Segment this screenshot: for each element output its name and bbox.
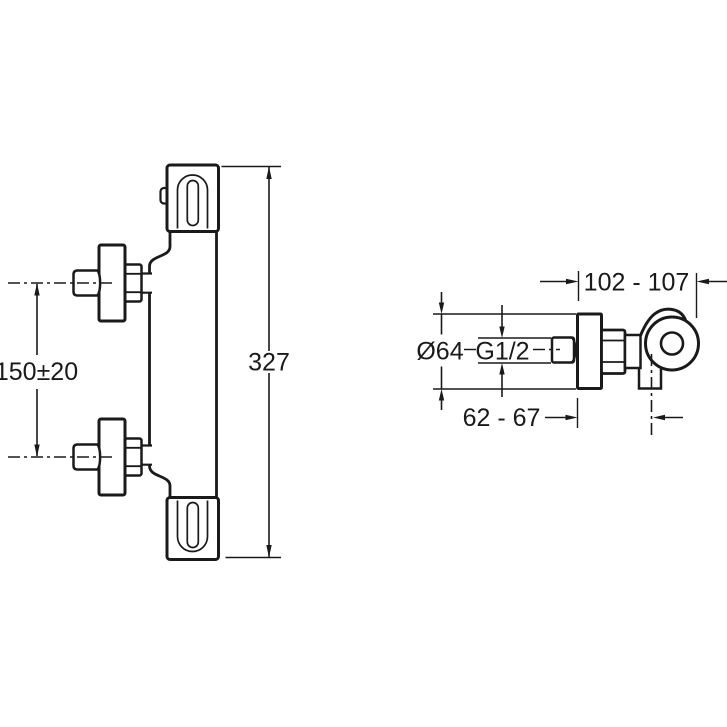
- upper-connector-mask: [140, 273, 152, 293]
- side-body-section: [623, 333, 642, 370]
- arrow-up-icon: [499, 363, 505, 375]
- side-nut-facets: [601, 339, 625, 363]
- side-nut: [600, 328, 627, 375]
- arrow-down-icon: [34, 444, 40, 457]
- dim-outlet-offset-label: 62 - 67: [463, 404, 541, 432]
- bottom-cap-groove-outer: [176, 500, 209, 553]
- arrow-down-icon: [438, 302, 445, 314]
- arrow-up-icon: [34, 283, 40, 296]
- arrow-up-icon: [266, 166, 272, 179]
- top-cap-groove-inner: [186, 179, 200, 227]
- side-view: [464, 307, 700, 437]
- arrow-up-icon: [438, 389, 445, 401]
- arrow-right-icon: [566, 278, 579, 285]
- bottom-cap: [165, 496, 220, 561]
- dim-depth-range-label: 102 - 107: [584, 269, 690, 297]
- arrow-left-icon: [696, 278, 709, 285]
- dim-thread-size: G1/2: [475, 305, 551, 397]
- arrow-right-icon: [565, 414, 578, 421]
- mixer-body: [148, 228, 218, 502]
- dim-total-height: 327: [221, 165, 290, 559]
- dim-depth-range: 102 - 107: [540, 269, 727, 318]
- front-view: [8, 163, 220, 561]
- wall-flange: [576, 312, 603, 390]
- dim-thread-size-label: G1/2: [475, 338, 529, 366]
- outlet-port: [637, 367, 663, 390]
- arrow-left-icon: [653, 414, 665, 421]
- arrow-down-icon: [266, 545, 272, 558]
- elbow-bore: [659, 331, 685, 356]
- lower-connector-mask: [140, 445, 152, 465]
- thread-label-halo: [477, 339, 529, 362]
- dim-handle-spacing: 150±20: [0, 283, 78, 457]
- dim-flange-diameter: Ø64: [416, 292, 576, 410]
- thread-stub: [550, 336, 576, 364]
- stub-fillet: [570, 336, 577, 364]
- dim-total-height-label: 327: [248, 349, 290, 377]
- dim-outlet-offset: 62 - 67: [463, 398, 683, 432]
- top-cap-groove-outer: [176, 174, 209, 229]
- dim-flange-diameter-label: Ø64: [416, 338, 463, 366]
- arrow-down-icon: [499, 326, 505, 338]
- elbow-cap: [639, 307, 687, 337]
- bottom-cap-groove-inner: [186, 501, 200, 549]
- elbow-body: [644, 315, 700, 372]
- dim-handle-spacing-label: 150±20: [0, 358, 78, 386]
